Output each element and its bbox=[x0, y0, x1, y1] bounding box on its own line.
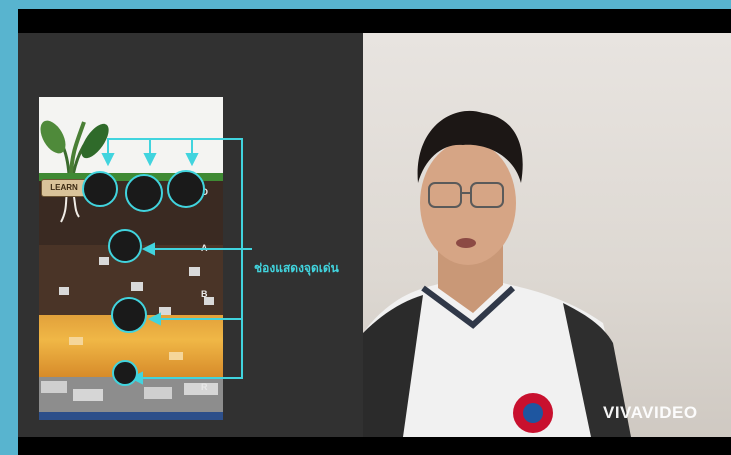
watermark-text: VIVAVIDEO bbox=[603, 403, 698, 422]
callout-overlay bbox=[82, 138, 252, 386]
presenter-view bbox=[363, 33, 731, 437]
horizon-letter-b: B bbox=[201, 289, 208, 299]
horizon-letter-r: R bbox=[201, 382, 208, 392]
plant-illustration bbox=[40, 120, 109, 176]
bottom-letterbox bbox=[18, 437, 731, 455]
rock-pattern bbox=[41, 180, 218, 401]
grass-strip bbox=[39, 173, 223, 181]
callout-label: ช่องแสดงจุดเด่น bbox=[254, 261, 339, 275]
poster-base bbox=[39, 412, 223, 420]
poster-panel: LEARN O A B R bbox=[18, 33, 363, 437]
vivavideo-watermark: VIVAVIDEO bbox=[603, 403, 698, 423]
presenter-figure bbox=[363, 110, 631, 437]
video-frame: LEARN O A B R bbox=[18, 9, 731, 455]
